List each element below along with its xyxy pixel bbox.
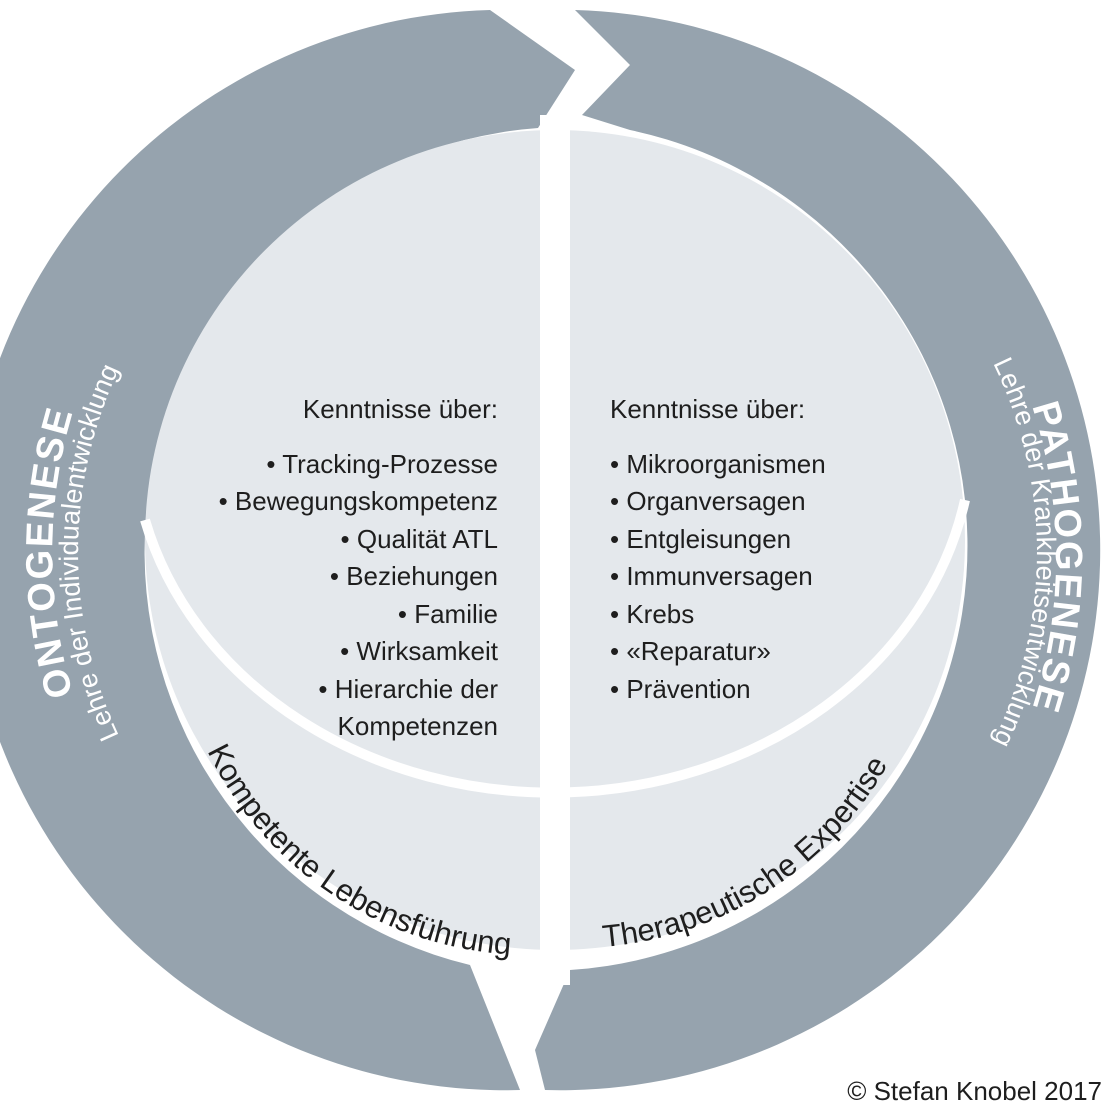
- right-item: • Immunversagen: [610, 561, 813, 591]
- right-item: • Prävention: [610, 674, 751, 704]
- right-item: • Mikroorganismen: [610, 449, 826, 479]
- left-item: Kompetenzen: [338, 711, 498, 741]
- right-item: • Entgleisungen: [610, 524, 791, 554]
- left-item: • Tracking-Prozesse: [266, 449, 498, 479]
- left-item: • Wirksamkeit: [340, 636, 499, 666]
- left-item: • Hierarchie der: [318, 674, 498, 704]
- copyright-notice: © Stefan Knobel 2017: [847, 1076, 1102, 1106]
- ontogenese-arrow: [0, 10, 575, 1091]
- left-item: • Familie: [398, 599, 498, 629]
- left-item: • Qualität ATL: [341, 524, 498, 554]
- right-item: • «Reparatur»: [610, 636, 771, 666]
- pathogenese-arrow: [535, 10, 1101, 1091]
- left-heading: Kenntnisse über:: [303, 394, 498, 424]
- left-item: • Bewegungskompetenz: [219, 486, 498, 516]
- right-item: • Krebs: [610, 599, 694, 629]
- right-heading: Kenntnisse über:: [610, 394, 805, 424]
- right-item: • Organversagen: [610, 486, 806, 516]
- center-divider: [540, 115, 570, 985]
- left-item: • Beziehungen: [330, 561, 498, 591]
